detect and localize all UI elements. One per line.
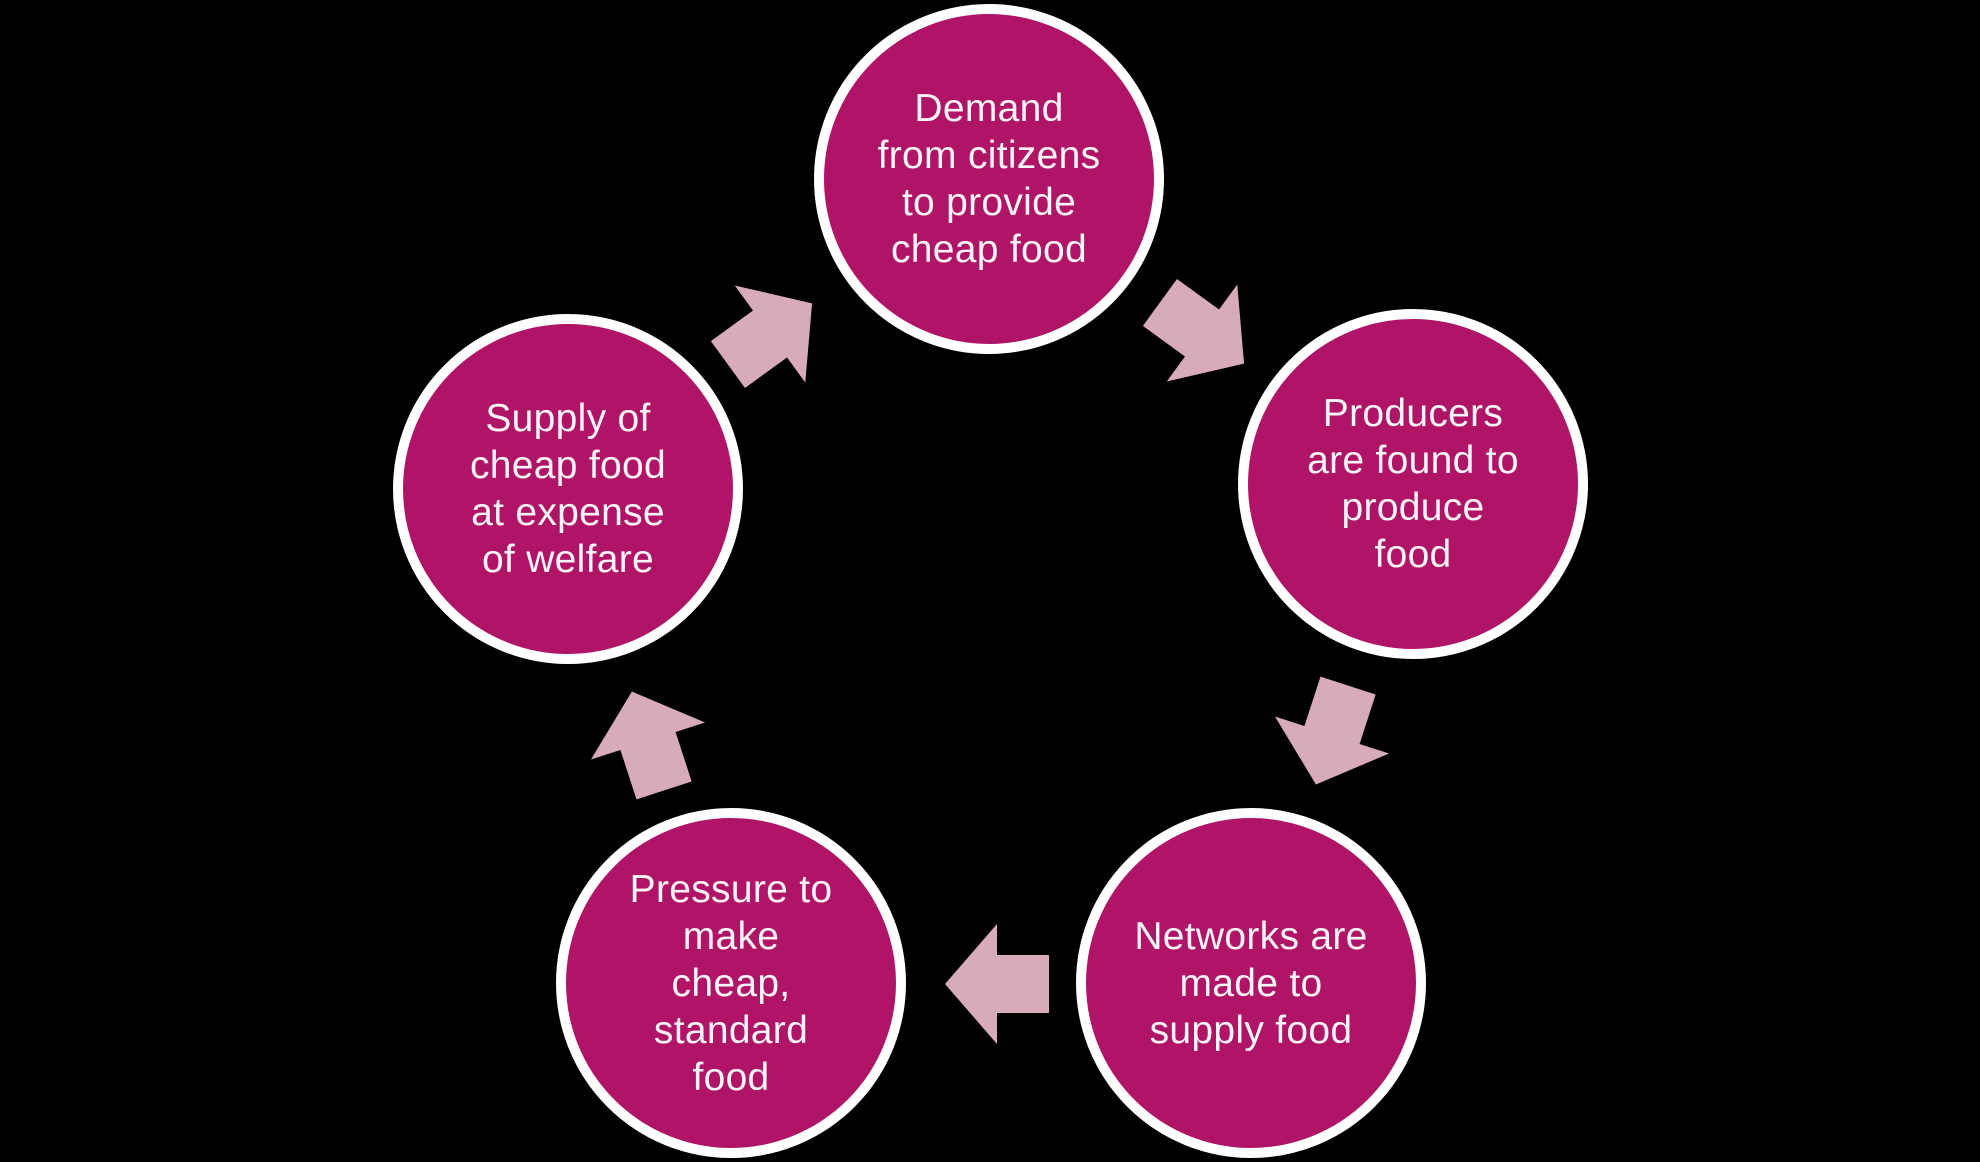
cycle-node-supply: Supply of cheap food at expense of welfa… <box>393 314 743 664</box>
cycle-node-networks: Networks are made to supply food <box>1076 808 1426 1158</box>
cycle-arrow-producers-to-networks <box>1274 676 1390 785</box>
cycle-arrow-demand-to-producers <box>1142 278 1245 382</box>
cycle-node-pressure: Pressure to make cheap, standard food <box>556 808 906 1158</box>
cycle-arrow-pressure-to-supply <box>590 691 706 800</box>
cycle-arrow-supply-to-demand <box>710 285 813 389</box>
cycle-arrow-networks-to-pressure <box>945 924 1049 1044</box>
cycle-node-pressure-label: Pressure to make cheap, standard food <box>629 867 833 1099</box>
cycle-node-networks-label: Networks are made to supply food <box>1134 914 1368 1052</box>
cycle-node-producers-label: Producers are found to produce food <box>1307 392 1519 576</box>
cycle-node-demand: Demand from citizens to provide cheap fo… <box>814 4 1164 354</box>
cycle-node-supply-label: Supply of cheap food at expense of welfa… <box>469 397 666 581</box>
cycle-node-demand-label: Demand from citizens to provide cheap fo… <box>877 87 1101 271</box>
cycle-node-producers: Producers are found to produce food <box>1238 309 1588 659</box>
